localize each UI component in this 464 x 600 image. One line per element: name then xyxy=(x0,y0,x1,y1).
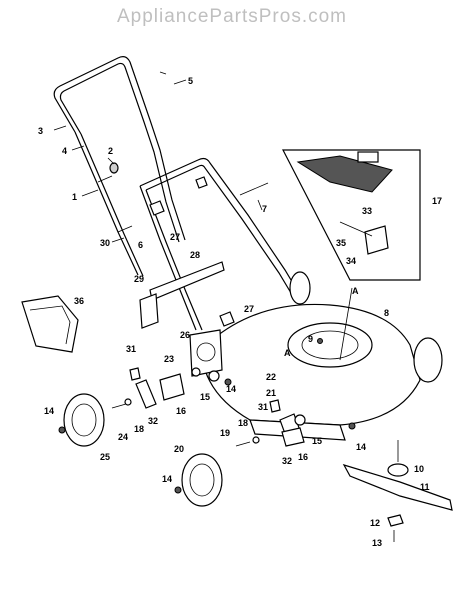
upper-handle xyxy=(53,56,186,277)
chute-hinge xyxy=(357,151,379,163)
arm-32-left xyxy=(135,379,157,409)
ref-line-A xyxy=(339,287,353,361)
washer-18-right xyxy=(252,436,260,444)
blade-11 xyxy=(342,463,453,511)
callout-12: 12 xyxy=(370,518,380,528)
callout-32b: 32 xyxy=(282,456,292,466)
callout-36: 36 xyxy=(74,296,84,306)
bushing-15-right xyxy=(294,414,306,426)
callout-14d: 14 xyxy=(356,442,366,452)
callout-A-deck: A xyxy=(284,348,291,358)
callout-17: 17 xyxy=(432,196,442,206)
callout-10: 10 xyxy=(414,464,424,474)
bracket-29 xyxy=(139,293,159,329)
callout-29: 29 xyxy=(134,274,144,284)
callout-15b: 15 xyxy=(312,436,322,446)
washer-12 xyxy=(387,514,404,527)
cap-31-left xyxy=(129,367,141,381)
lower-handle xyxy=(139,157,301,331)
callout-16b: 16 xyxy=(298,452,308,462)
callout-22: 22 xyxy=(266,372,276,382)
callout-31b: 31 xyxy=(258,402,268,412)
nut-14-rear xyxy=(58,426,66,434)
bracket-16-right xyxy=(281,427,305,447)
nut-14-mid xyxy=(224,378,232,386)
callout-28: 28 xyxy=(190,250,200,260)
callout-30: 30 xyxy=(100,238,110,248)
callout-19: 19 xyxy=(220,428,230,438)
handle-knob-27-lower xyxy=(219,311,235,327)
callout-15a: 15 xyxy=(200,392,210,402)
bracket-16-left xyxy=(159,373,185,401)
bolt-19 xyxy=(235,441,251,447)
bushing-15-left xyxy=(208,370,220,382)
callout-1: 1 xyxy=(72,192,77,202)
bolt-1 xyxy=(97,175,113,183)
watermark: AppliancePartsPros.com xyxy=(117,6,347,27)
callout-14c: 14 xyxy=(162,474,172,484)
callout-32a: 32 xyxy=(148,416,158,426)
callout-34: 34 xyxy=(346,256,356,266)
rear-wheel-25 xyxy=(63,393,105,447)
callout-11: 11 xyxy=(420,482,430,492)
callout-4: 4 xyxy=(62,146,67,156)
callout-13: 13 xyxy=(372,538,382,548)
rod-7 xyxy=(239,182,269,196)
callout-9: 9 xyxy=(308,334,313,344)
rear-wheel-left xyxy=(289,271,311,305)
nut-14-front xyxy=(174,486,182,494)
callout-33: 33 xyxy=(362,206,372,216)
callout-27b: 27 xyxy=(244,304,254,314)
callout-2: 2 xyxy=(108,146,113,156)
callout-24: 24 xyxy=(118,432,128,442)
height-adjuster-26 xyxy=(189,329,223,377)
cable-end-5 xyxy=(159,71,167,75)
handle-knob xyxy=(109,162,119,174)
callout-31a: 31 xyxy=(126,344,136,354)
bolt-30 xyxy=(117,225,133,233)
callout-21: 21 xyxy=(266,388,276,398)
spring-bracket-34 xyxy=(364,225,389,255)
callout-20: 20 xyxy=(174,444,184,454)
side-chute-17 xyxy=(296,155,393,193)
handle-bracket xyxy=(195,176,208,189)
callout-27a: 27 xyxy=(170,232,180,242)
cap-31-right xyxy=(269,399,281,413)
nut-14-right xyxy=(348,422,356,430)
callout-18a: 18 xyxy=(134,424,144,434)
washer-18-left xyxy=(124,398,132,406)
callout-14b: 14 xyxy=(44,406,54,416)
washer-23 xyxy=(191,367,201,377)
callout-35: 35 xyxy=(336,238,346,248)
front-wheel-20 xyxy=(181,453,223,507)
blade-adapter-10 xyxy=(387,463,409,477)
rod-35 xyxy=(339,221,373,237)
bolt-9 xyxy=(317,338,323,344)
callout-26: 26 xyxy=(180,330,190,340)
callout-18b: 18 xyxy=(238,418,248,428)
callout-16a: 16 xyxy=(176,406,186,416)
bolt-24 xyxy=(111,403,127,409)
inset-box-17 xyxy=(282,149,421,281)
callout-6: 6 xyxy=(138,240,143,250)
callout-23: 23 xyxy=(164,354,174,364)
rear-wheel-right xyxy=(413,337,443,383)
callout-3: 3 xyxy=(38,126,43,136)
callout-8: 8 xyxy=(384,308,389,318)
callout-A-inset: A xyxy=(352,286,359,296)
callout-7: 7 xyxy=(262,204,267,214)
callout-5: 5 xyxy=(188,76,193,86)
callout-14a: 14 xyxy=(226,384,236,394)
callouts: 3 4 5 2 1 30 6 27 7 28 29 36 27 8 9 A 26… xyxy=(38,76,442,548)
handle-knob-27-upper xyxy=(149,200,165,216)
callout-25: 25 xyxy=(100,452,110,462)
